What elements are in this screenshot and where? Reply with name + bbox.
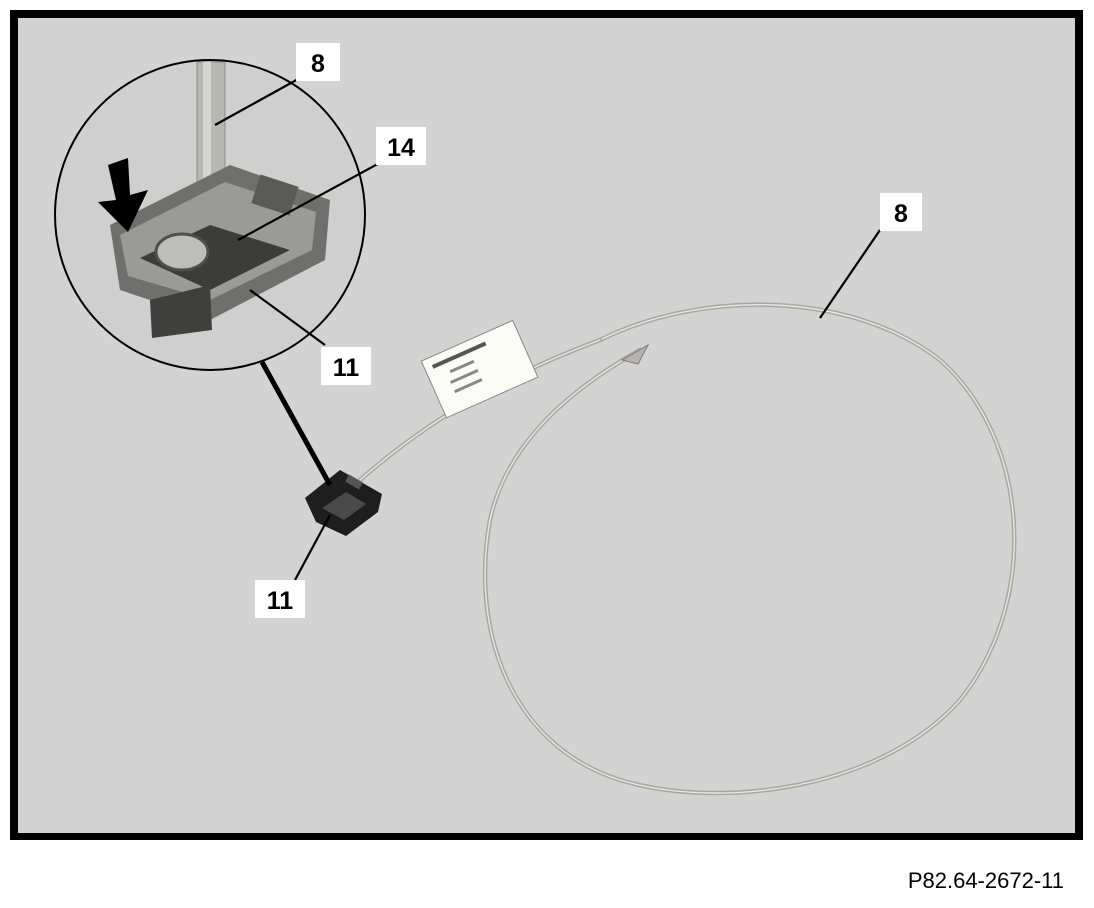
callout-8-cable: 8 [880, 193, 922, 231]
callout-8-detail: 8 [296, 43, 340, 81]
callout-11-detail: 11 [321, 347, 371, 385]
leader-8-cable [819, 229, 881, 319]
cable-connector [305, 470, 382, 536]
detail-view [54, 59, 366, 371]
figure-reference-code: P82.64-2672-11 [907, 868, 1064, 893]
press-direction-arrow [98, 158, 148, 232]
cable-label-tag [420, 319, 539, 419]
callout-14-detail: 14 [376, 127, 426, 165]
cable-loop-highlight [484, 303, 1015, 794]
callout-14-detail-text: 14 [387, 134, 415, 162]
leader-14-detail [237, 159, 386, 241]
leader-8-detail [214, 77, 301, 126]
detail-leader-line [259, 360, 333, 487]
cable-assembly [305, 302, 1017, 796]
leader-11-detail [249, 289, 326, 346]
callout-11-connector-text: 11 [267, 587, 294, 615]
callout-11-connector: 11 [255, 580, 305, 618]
cable-end-tip [620, 343, 650, 365]
callout-8-cable-text: 8 [894, 200, 908, 228]
callout-11-detail-text: 11 [333, 354, 360, 382]
leader-11-connector [294, 514, 331, 581]
callout-8-detail-text: 8 [311, 50, 325, 78]
